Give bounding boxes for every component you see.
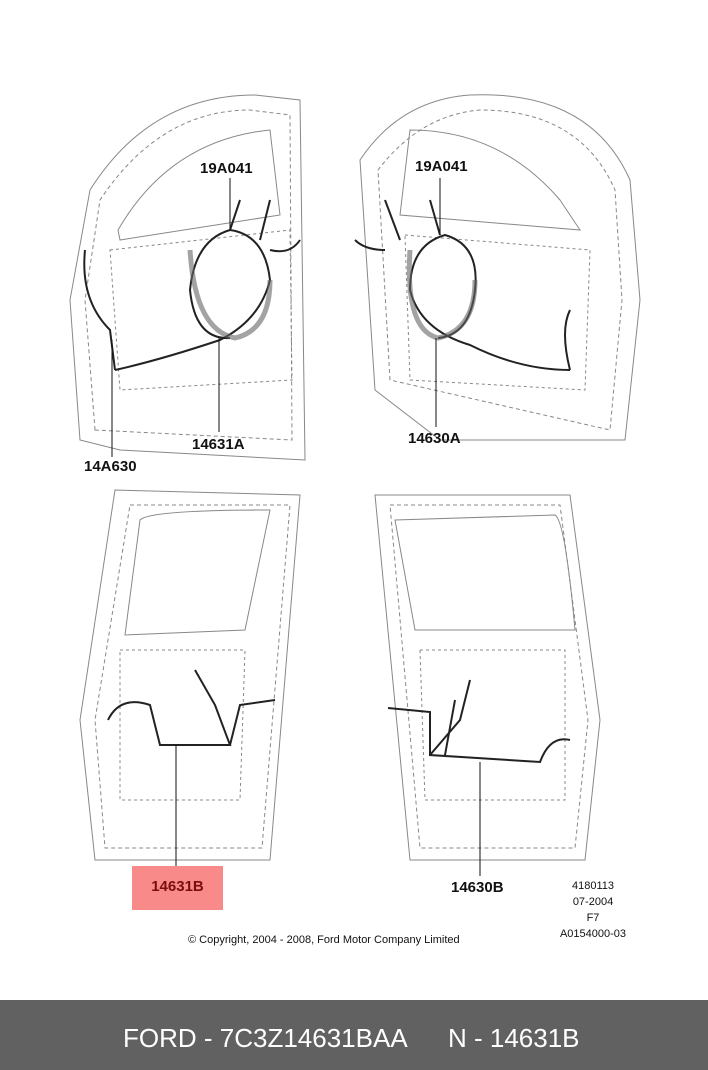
rear-right-harness (387, 679, 571, 764)
front-left-door (69, 94, 306, 461)
highlighted-part-callout: 14631B (132, 866, 223, 910)
copyright-text: © Copyright, 2004 - 2008, Ford Motor Com… (188, 934, 460, 946)
rear-left-harness (107, 669, 276, 746)
drawing-code: F7 (586, 912, 600, 924)
callout-14630b: 14630B (451, 879, 504, 896)
leader-lines (111, 178, 481, 876)
rear-left-door (79, 489, 301, 861)
front-right-harness (354, 199, 571, 371)
rear-right-door (374, 494, 601, 861)
front-left-harness (83, 199, 301, 371)
footer-bar: FORD - 7C3Z14631BAA N - 14631B (0, 1000, 708, 1070)
callout-19a041-right: 19A041 (415, 158, 468, 175)
wiring-diagram (69, 94, 641, 876)
drawing-number: 4180113 (571, 880, 614, 892)
reference-number: N - 14631B (448, 1023, 580, 1053)
drawing-metadata: 4180113 07-2004 F7 A0154000-03 (548, 878, 638, 942)
callout-14631a: 14631A (192, 436, 245, 453)
callout-14630a: 14630A (408, 430, 461, 447)
callout-14a630: 14A630 (84, 458, 137, 475)
callout-14631b: 14631B (151, 878, 204, 895)
part-number: FORD - 7C3Z14631BAA (123, 1023, 408, 1053)
front-right-door (359, 94, 641, 441)
callout-19a041-left: 19A041 (200, 160, 253, 177)
drawing-id: A0154000-03 (559, 928, 627, 940)
drawing-date: 07-2004 (572, 896, 614, 908)
